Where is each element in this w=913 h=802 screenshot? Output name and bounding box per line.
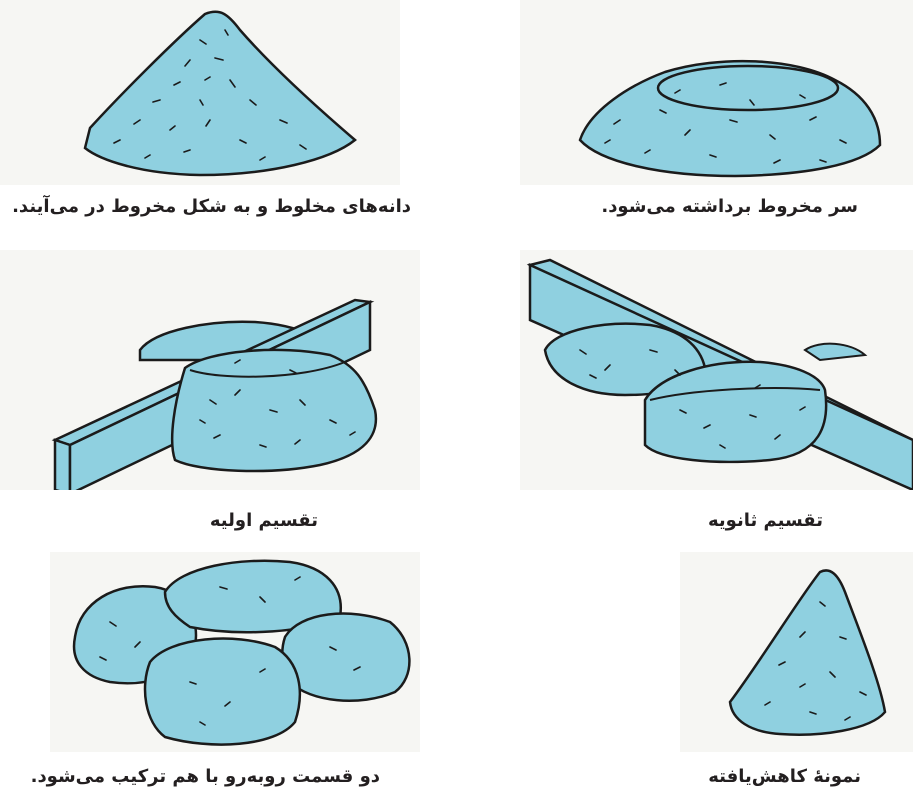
panel-cone xyxy=(0,0,400,185)
caption-reduced-sample: نمونهٔ کاهش‌یافته xyxy=(708,766,861,787)
caption-opposite-parts-combined: دو قسمت روبه‌رو با هم ترکیب می‌شود. xyxy=(31,766,380,787)
panel-initial-division xyxy=(0,250,420,490)
quarter-bottom xyxy=(145,639,300,745)
panel-truncated-cone xyxy=(520,0,913,185)
caption-second-division: تقسیم ثانویه xyxy=(708,510,823,531)
caption-initial-division: تقسیم اولیه xyxy=(210,510,318,531)
caption-cone-top-removed: سر مخروط برداشته می‌شود. xyxy=(601,196,858,217)
aggregate-cone xyxy=(85,12,355,175)
truncated-cone xyxy=(580,61,880,176)
panel-reduced-sample xyxy=(680,552,913,752)
panel-combined-quarters xyxy=(50,552,420,752)
panel-second-division xyxy=(520,250,913,490)
reduced-sample-cone xyxy=(730,570,885,734)
caption-mixed-into-cone: دانه‌های مخلوط و به شکل مخروط در می‌آیند… xyxy=(12,196,411,217)
quarter-right xyxy=(282,614,409,701)
pile-back-right xyxy=(805,344,865,360)
pile-front xyxy=(645,362,826,462)
